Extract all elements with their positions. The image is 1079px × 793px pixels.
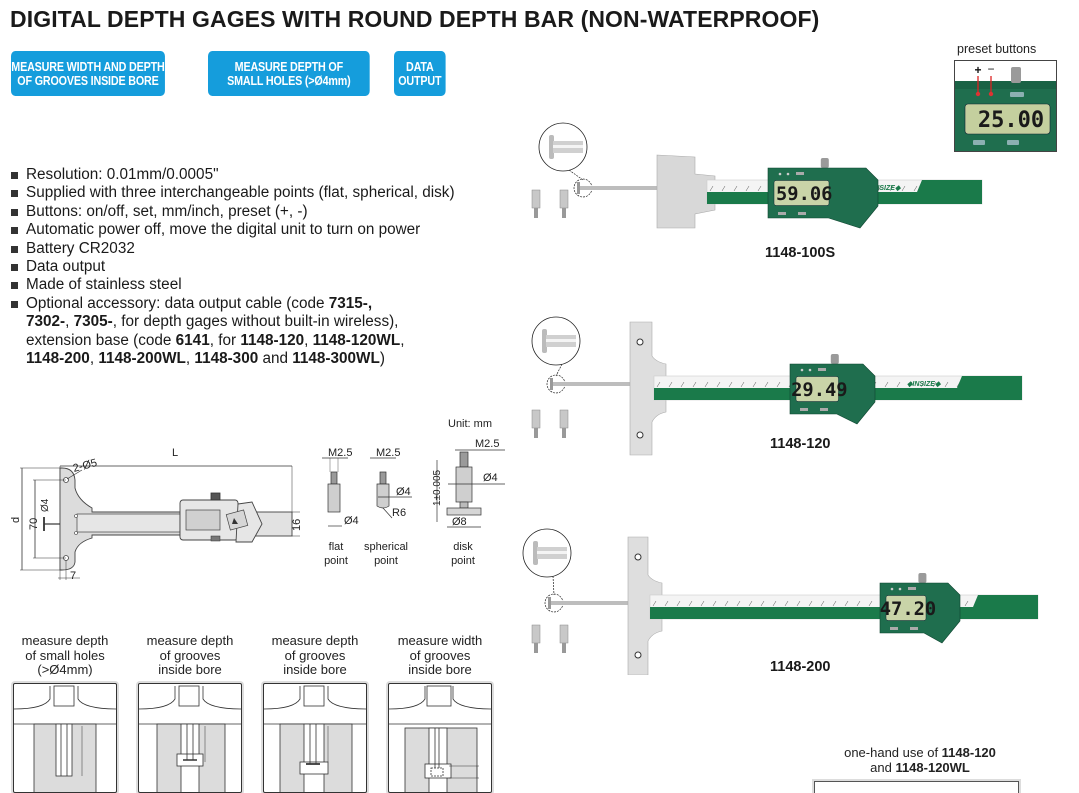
dim-70: 70 (28, 518, 40, 530)
lcd-screen (885, 595, 927, 621)
flat-dia: Ø4 (344, 515, 359, 527)
thumb-knob (918, 573, 927, 583)
points-drawing: M2.5 Ø4 flat point M2.5 Ø4 R6 spherical … (322, 438, 505, 567)
page-title: DIGITAL DEPTH GAGES WITH ROUND DEPTH BAR… (10, 6, 820, 32)
one-hand-caption: one-hand use of 1148-120 and 1148-120WL (844, 745, 996, 775)
thumb-knob (830, 354, 839, 364)
spherical-dia: Ø4 (396, 486, 411, 498)
spec-item: Automatic power off, move the digital un… (10, 221, 455, 239)
lcd-reading: 59.06 (776, 184, 832, 205)
disk-height: 1±0.005 (432, 469, 443, 506)
feature-badge-label: MEASURE WIDTH AND DEPTH OF GROOVES INSID… (11, 59, 165, 88)
application-diagram-groove-width (388, 683, 492, 793)
disk-point-label-1: disk (453, 541, 473, 553)
spec-item: Data output (10, 258, 455, 276)
gauge-base (656, 154, 716, 229)
application-diagram-small-holes (13, 683, 117, 793)
dim-16: 16 (291, 519, 300, 531)
dim-holes: 2-Ø5 (72, 457, 99, 475)
flat-point-label-1: flat (329, 541, 344, 553)
application-diagram-groove-depth-2 (263, 683, 367, 793)
dim-d: d (10, 517, 22, 523)
spec-item: Made of stainless steel (10, 276, 455, 294)
knob-icon (1011, 67, 1021, 83)
feature-badge-small-holes: MEASURE DEPTH OF SMALL HOLES (>Ø4mm) (208, 51, 370, 96)
feature-badge-grooves: MEASURE WIDTH AND DEPTH OF GROOVES INSID… (11, 51, 165, 96)
one-hand-image-frame (814, 781, 1019, 793)
feature-badge-label: MEASURE DEPTH OF SMALL HOLES (>Ø4mm) (227, 59, 351, 88)
unit-label: Unit: mm (448, 418, 492, 430)
application-label: measure width of grooves inside bore (397, 633, 483, 677)
dim-7: 7 (70, 570, 76, 580)
preset-plus-button (975, 91, 981, 97)
preset-minus-label: − (987, 62, 994, 76)
gauge-illustration-1148-100S: ◆INSIZE◆ 59.06 (531, 122, 983, 229)
lcd-screen (773, 180, 830, 206)
flat-thread: M2.5 (328, 447, 352, 459)
application-label: measure depth of grooves inside bore (146, 633, 234, 677)
brand-logo: ◆INSIZE◆ (867, 185, 902, 192)
dim-L: L (172, 447, 178, 459)
spherical-point-label-1: spherical (364, 541, 408, 553)
lcd-reading: 47.20 (880, 599, 936, 620)
feature-badge-data-output: DATA OUTPUT (394, 51, 446, 96)
spec-item: Buttons: on/off, set, mm/inch, preset (+… (10, 203, 455, 221)
disk-thread: M2.5 (475, 438, 499, 450)
product-model-label: 1148-100S (765, 245, 836, 261)
product-model-label: 1148-120 (770, 436, 831, 452)
lcd-screen (795, 376, 839, 402)
dimension-drawing: L Ø4 d 70 2-Ø5 16 7 (10, 447, 300, 580)
gauge-illustration-1148-120: ◆INSIZE◆ 29.49 (531, 316, 1023, 456)
spherical-thread: M2.5 (376, 447, 400, 459)
disk-point-label-2: point (451, 555, 475, 567)
application-diagram-groove-depth-1 (138, 683, 242, 793)
application-label: measure depth of small holes (>Ø4mm) (21, 633, 109, 677)
preset-title: preset buttons (957, 42, 1037, 56)
spare-point (559, 189, 569, 209)
spec-item-accessory: Optional accessory: data output cable (c… (10, 295, 455, 369)
preset-plus-label: + (974, 63, 981, 77)
preset-buttons-inset: + − 25.00 (954, 60, 1057, 152)
brand-logo: ◆INSIZE◆ (907, 381, 942, 388)
spec-item: Supplied with three interchangeable poin… (10, 184, 455, 202)
spare-point (559, 624, 569, 644)
preset-lcd-reading: 25.00 (978, 108, 1044, 133)
spec-item: Battery CR2032 (10, 240, 455, 258)
disk-disk-dia: Ø8 (452, 516, 467, 528)
product-model-label: 1148-200 (770, 659, 831, 675)
gauge-base (627, 536, 663, 675)
gauge-base (629, 321, 667, 456)
spare-point (559, 409, 569, 429)
spare-point (531, 189, 541, 209)
flat-point-label-2: point (324, 555, 348, 567)
application-label: measure depth of grooves inside bore (271, 633, 359, 677)
spherical-point-label-2: point (374, 555, 398, 567)
spec-item: Resolution: 0.01mm/0.0005" (10, 166, 455, 184)
dim-phi4: Ø4 (40, 498, 51, 512)
gauge-illustration-1148-200: ◆INSIZE◆47.20 (522, 528, 1039, 675)
feature-badge-label: DATA OUTPUT (398, 59, 442, 88)
spare-point (531, 409, 541, 429)
specs-list: Resolution: 0.01mm/0.0005" Supplied with… (10, 166, 455, 368)
disk-dia: Ø4 (483, 472, 498, 484)
thumb-knob (820, 158, 829, 168)
lcd-reading: 29.49 (791, 380, 847, 401)
spare-point (531, 624, 541, 644)
spherical-radius: R6 (392, 507, 406, 519)
preset-minus-button (988, 91, 994, 97)
